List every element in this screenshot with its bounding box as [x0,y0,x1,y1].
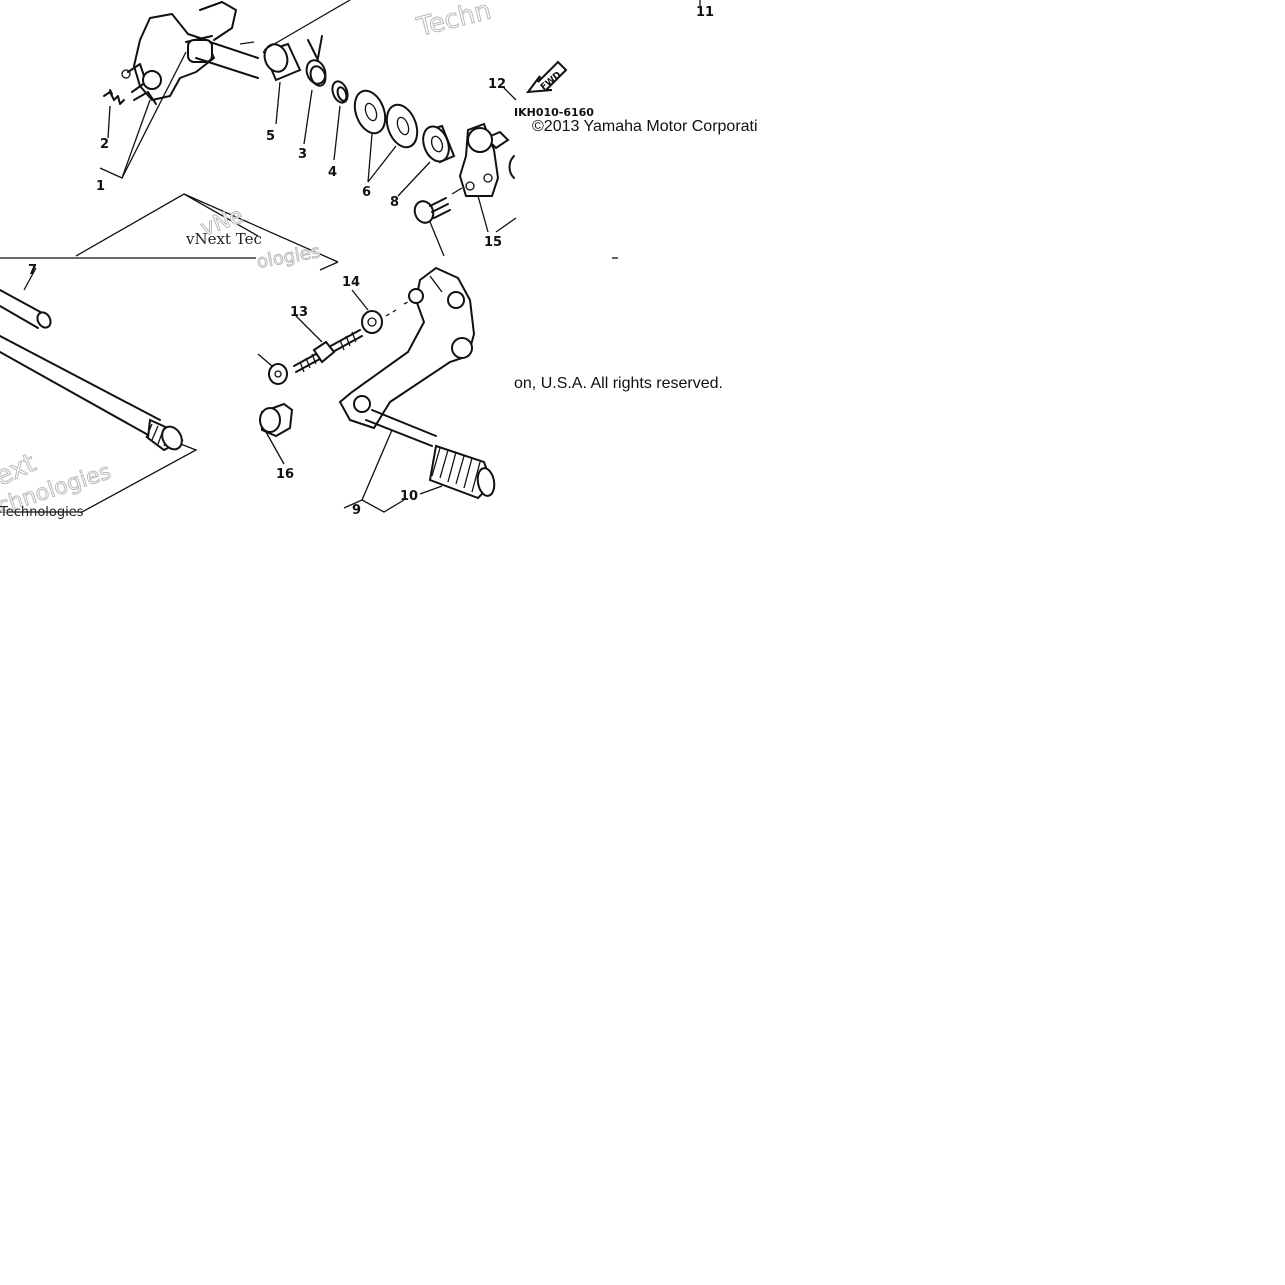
shift-shaft-7 [0,267,184,452]
shift-lever-assembly [99,1,259,179]
watermark-techn: Techn [413,0,494,43]
callout-14: 14 [342,275,360,290]
callout-6: 6 [362,185,371,200]
callout-labels: 1 2 3 4 5 6 7 8 9 10 11 12 13 14 15 16 I… [28,5,714,518]
callout-2: 2 [100,137,109,152]
callout-10: 10 [400,489,418,504]
copyright-line-1: ©2013 Yamaha Motor Corporati [532,118,758,135]
circlip-4 [331,80,349,161]
callout-1: 1 [96,179,105,194]
callout-5: 5 [266,129,275,144]
copyright-line-2: on, U.S.A. All rights reserved. [514,375,723,392]
callout-11: 11 [696,5,714,20]
diagram-code: IKH010-6160 [514,106,594,119]
callout-13: 13 [290,305,308,320]
nut-14 [351,289,413,334]
pedal-rubber-10 [419,444,496,500]
tie-rod-13 [257,315,363,385]
watermark-ologies: ologies [255,241,322,273]
panel-borders [0,0,618,513]
callout-4: 4 [328,165,337,180]
shift-arm-15 [413,122,515,257]
watermark-vnext-tec: vNext Tec [185,230,262,248]
washers-6 [353,89,419,183]
callout-9: 9 [352,503,361,518]
callout-12: 12 [488,77,506,92]
callout-15: 15 [484,235,502,250]
callout-7: 7 [28,263,37,278]
watermark-technologies: Technologies [0,505,84,520]
watermark-vne: vNe [198,203,247,241]
collar-5 [239,41,302,125]
bearing-8 [397,124,456,197]
callout-8: 8 [390,195,399,210]
fwd-arrow-icon [503,60,568,101]
callout-16: 16 [276,467,294,482]
pin-16 [259,402,294,465]
torsion-spring-3 [303,35,327,145]
shift-pedal-9 [338,266,476,513]
callout-3: 3 [298,147,307,162]
